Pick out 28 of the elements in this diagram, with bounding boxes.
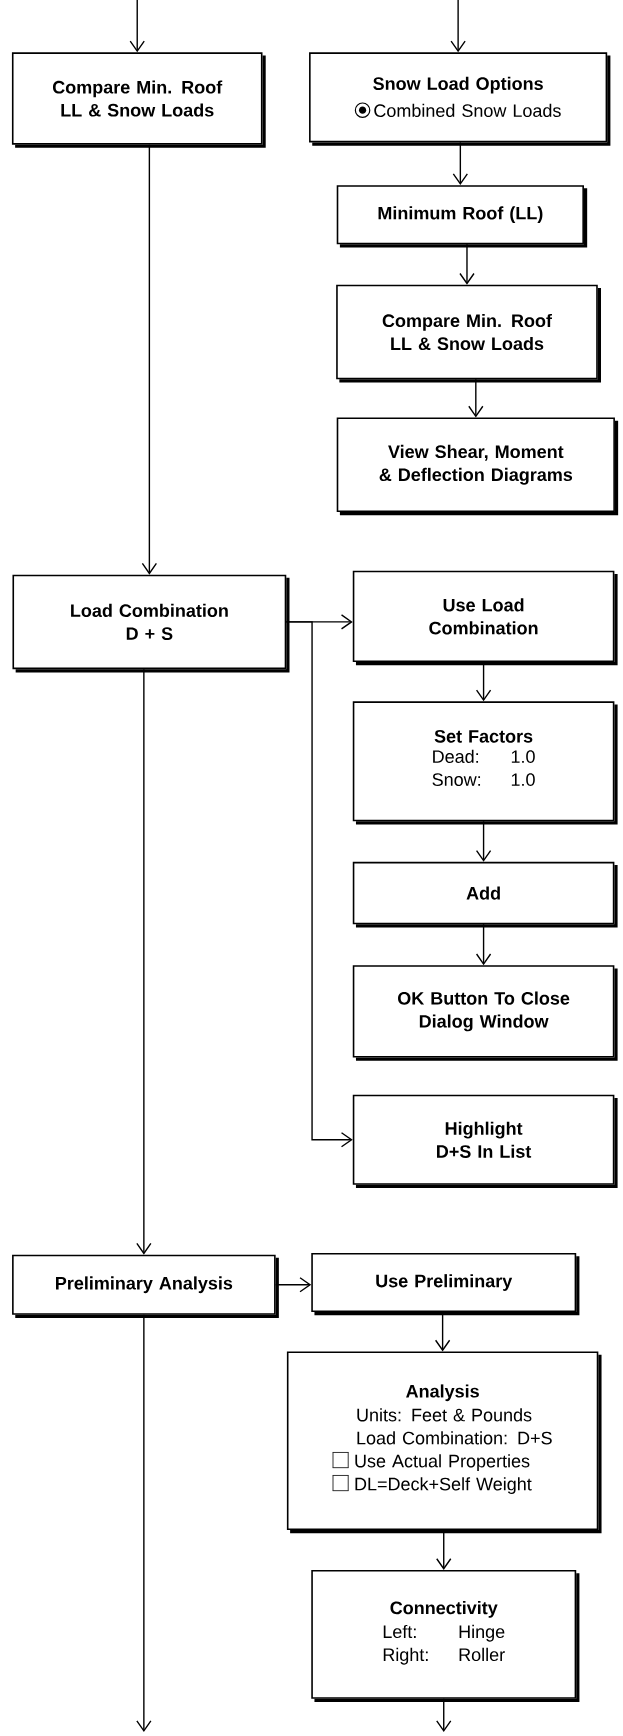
process-box: Preliminary Analysis [12, 1254, 279, 1319]
arrow [468, 378, 484, 418]
process-box: Highlight D+S In List [352, 1094, 618, 1189]
arrow [459, 243, 475, 285]
process-box: Snow Load Options Combined Snow Loads [309, 52, 611, 146]
arrow [141, 143, 158, 575]
process-box: Use Load Combination [352, 570, 618, 666]
process-box: Load Combination D + S [12, 574, 290, 673]
process-box: View Shear, Moment & Deflection Diagrams [336, 417, 619, 516]
process-box: Minimum Roof (LL) [336, 185, 588, 248]
arrow [274, 1277, 312, 1293]
arrow [475, 820, 492, 862]
process-box: Connectivity Left: Hinge Right: Roller [311, 1570, 580, 1703]
process-box: OK Button To Close Dialog Window [352, 965, 618, 1061]
arrow [450, 0, 466, 53]
arrow [285, 621, 353, 1148]
process-box: Analysis Units: Feet & Pounds Load Combination: D+S Use Actual Properties DL=Deck+Self Weight [286, 1351, 602, 1534]
arrow [475, 923, 492, 966]
process-box: Set Factors Dead: 1.0 Snow: 1.0 [352, 701, 618, 825]
arrow [136, 1314, 152, 1733]
arrow [129, 0, 145, 53]
arrow [436, 1698, 452, 1733]
process-box: Add [352, 861, 618, 928]
process-box: Use Preliminary [311, 1252, 580, 1316]
arrow [136, 668, 152, 1255]
process-box: Compare Min. Roof LL & Snow Loads [11, 52, 266, 148]
process-box: Compare Min. Roof LL & Snow Loads [336, 284, 601, 383]
arrow [452, 141, 469, 186]
